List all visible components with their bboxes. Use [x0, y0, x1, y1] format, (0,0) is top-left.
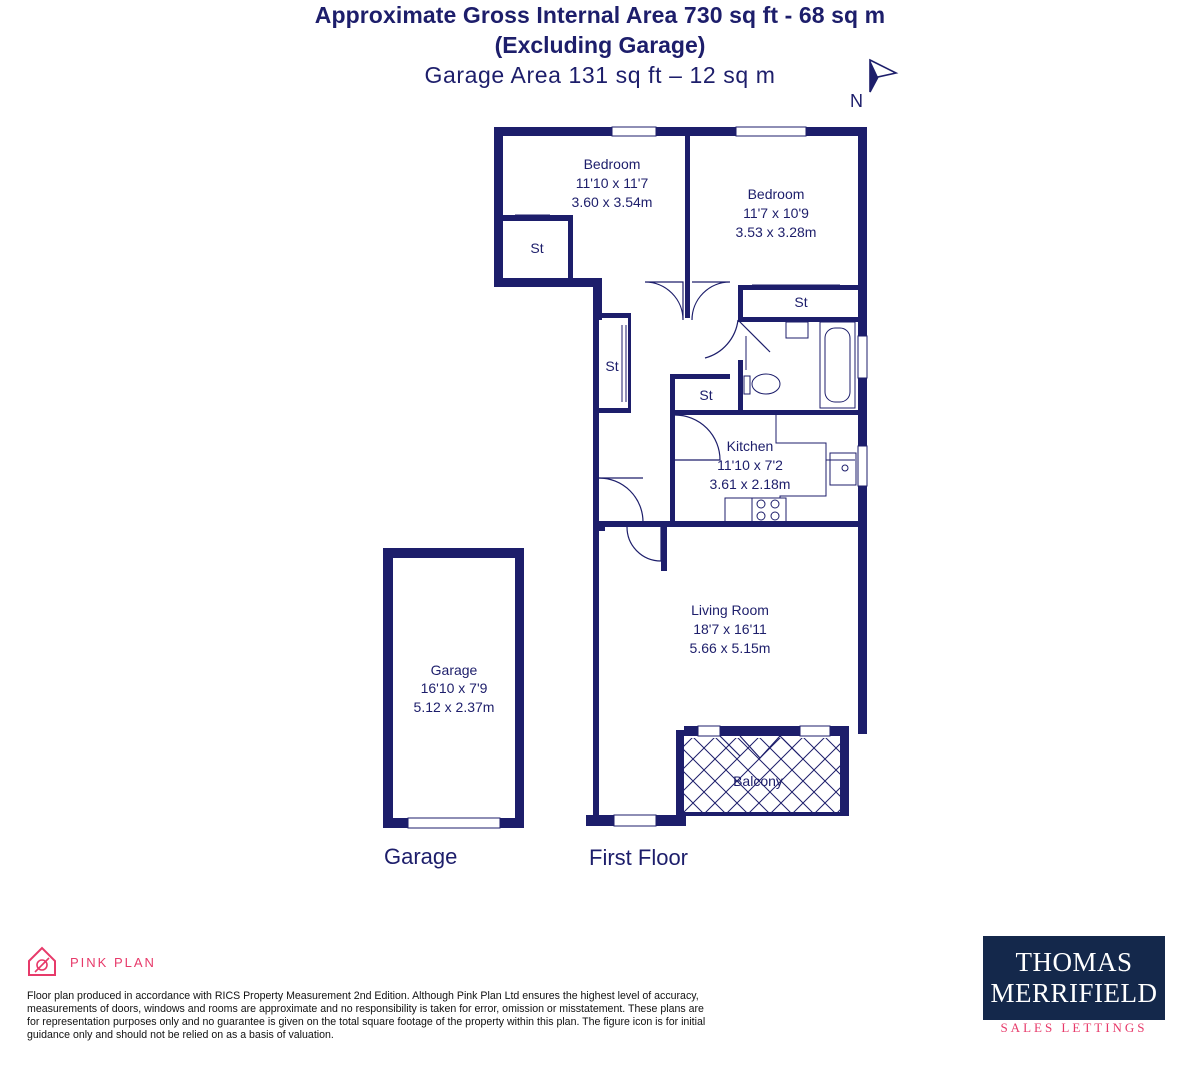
north-arrow-icon — [869, 58, 899, 93]
brand-line2: MERRIFIELD — [990, 978, 1158, 1008]
windows — [611, 126, 868, 827]
balcony-name: Balcony — [733, 773, 783, 789]
garage-door — [407, 817, 501, 829]
area-title: Approximate Gross Internal Area 730 sq f… — [314, 2, 886, 28]
living-name: Living Room — [691, 602, 769, 618]
brand-logo: THOMAS MERRIFIELD — [983, 936, 1165, 1020]
bedroom1-metric: 3.60 x 3.54m — [572, 194, 653, 210]
pinkplan-name: PINK PLAN — [70, 955, 156, 970]
storage-doors — [515, 214, 840, 402]
kitchen-metric: 3.61 x 2.18m — [710, 476, 791, 492]
garage-imperial: 16'10 x 7'9 — [421, 680, 488, 696]
bedroom-window-top — [582, 127, 592, 136]
kitchen-units — [724, 415, 857, 523]
garage-area: Garage Area 131 sq ft – 12 sq m — [424, 62, 776, 88]
storage-label: St — [699, 387, 712, 403]
balcony-hatch — [684, 738, 840, 812]
bedroom2-imperial: 11'7 x 10'9 — [743, 205, 809, 221]
garage-floor-label: Garage — [384, 844, 457, 869]
area-subtitle: (Excluding Garage) — [494, 32, 706, 58]
garage-metric: 5.12 x 2.37m — [414, 699, 495, 715]
disclaimer: Floor plan produced in accordance with R… — [27, 990, 706, 1041]
living-imperial: 18'7 x 16'11 — [693, 621, 767, 637]
storage-label: St — [605, 358, 618, 374]
floor-plan: N — [383, 58, 899, 870]
garage-name: Garage — [431, 662, 478, 678]
first-floor-label: First Floor — [589, 845, 688, 870]
kitchen-name: Kitchen — [727, 438, 774, 454]
storage-label: St — [530, 240, 543, 256]
bedroom1-name: Bedroom — [584, 156, 641, 172]
kitchen-imperial: 11'10 x 7'2 — [717, 457, 783, 473]
bathroom-fittings — [743, 321, 856, 409]
storage-label: St — [794, 294, 807, 310]
pinkplan-logo-icon — [28, 946, 56, 976]
brand-line1: THOMAS — [1015, 947, 1133, 977]
brand-subtitle: SALES LETTINGS — [1000, 1020, 1148, 1035]
bedroom2-name: Bedroom — [748, 186, 805, 202]
bedroom2-metric: 3.53 x 3.28m — [736, 224, 817, 240]
living-metric: 5.66 x 5.15m — [690, 640, 771, 656]
walls — [494, 127, 867, 826]
doors — [598, 281, 801, 759]
bedroom1-imperial: 11'10 x 11'7 — [576, 175, 649, 191]
north-label: N — [850, 91, 863, 111]
